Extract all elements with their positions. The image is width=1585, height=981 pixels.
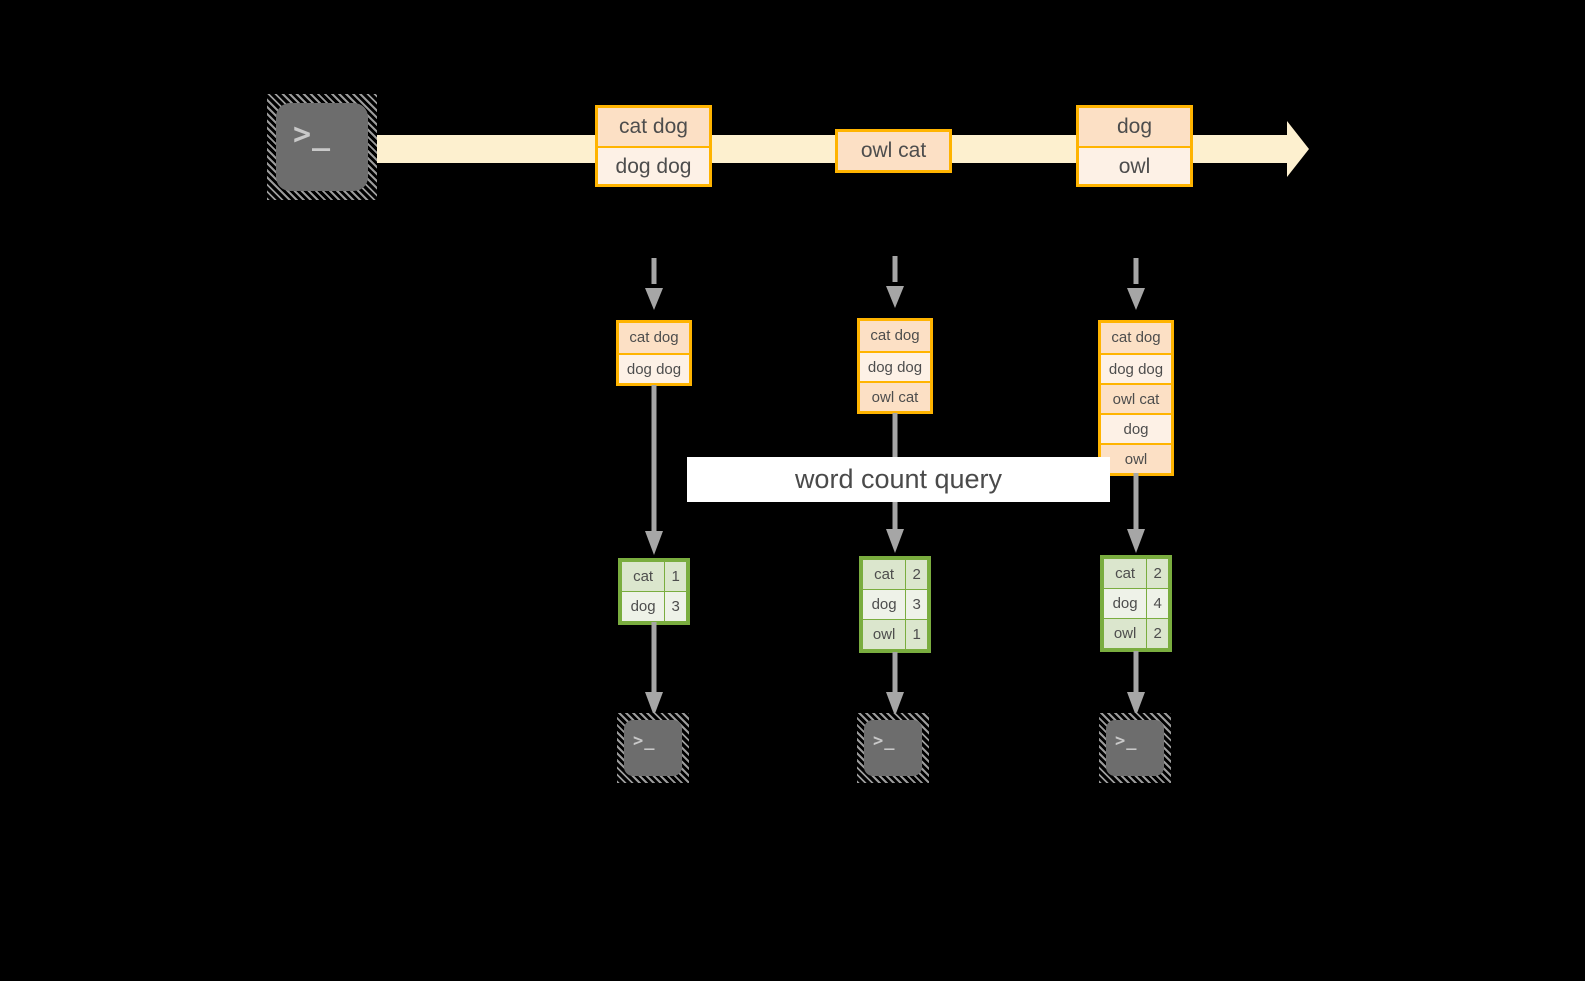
result-count: 3 xyxy=(664,591,687,622)
buffer-line: dog dog xyxy=(619,353,689,383)
terminal-prompt-glyph: >_ xyxy=(1115,731,1138,751)
result-table-2: cat 2 dog 3 owl 1 xyxy=(859,556,931,653)
sink-terminal-icon-2: >_ xyxy=(857,713,929,783)
result-count: 2 xyxy=(1146,558,1169,589)
terminal-body xyxy=(1106,720,1164,776)
table-row: dog 4 xyxy=(1102,588,1169,619)
stream-event-line: cat dog xyxy=(598,108,709,146)
right-arrow-icon xyxy=(1259,121,1309,177)
buffer-line: cat dog xyxy=(860,321,930,351)
sink-arrow-2 xyxy=(886,652,904,718)
result-count: 3 xyxy=(905,589,928,620)
result-word: owl xyxy=(861,619,907,650)
buffer-line: owl cat xyxy=(860,381,930,411)
terminal-prompt-glyph: >_ xyxy=(873,731,896,751)
source-terminal-icon: >_ xyxy=(267,94,377,200)
stream-event-2: owl cat xyxy=(835,129,952,173)
result-word: dog xyxy=(861,589,907,620)
result-word: cat xyxy=(620,561,666,592)
result-table-1: cat 1 dog 3 xyxy=(618,558,690,625)
buffer-line: cat dog xyxy=(619,323,689,353)
result-table-3: cat 2 dog 4 owl 2 xyxy=(1100,555,1172,652)
result-word: dog xyxy=(620,591,666,622)
query-arrow-1 xyxy=(645,385,663,557)
table-row: cat 2 xyxy=(861,559,928,590)
sink-arrow-1 xyxy=(645,622,663,718)
stream-event-3: dog owl xyxy=(1076,105,1193,187)
result-word: owl xyxy=(1102,618,1148,649)
result-word: dog xyxy=(1102,588,1148,619)
terminal-body xyxy=(864,720,922,776)
sink-arrow-3 xyxy=(1127,651,1145,718)
buffer-line: dog xyxy=(1101,413,1171,443)
sink-terminal-icon-1: >_ xyxy=(617,713,689,783)
buffer-line: cat dog xyxy=(1101,323,1171,353)
table-row: owl 2 xyxy=(1102,618,1169,649)
table-row: dog 3 xyxy=(861,589,928,620)
table-row: owl 1 xyxy=(861,619,928,650)
result-word: cat xyxy=(1102,558,1148,589)
table-row: cat 2 xyxy=(1102,558,1169,589)
result-count: 2 xyxy=(905,559,928,590)
terminal-prompt-glyph: >_ xyxy=(293,117,332,152)
result-count: 2 xyxy=(1146,618,1169,649)
result-word: cat xyxy=(861,559,907,590)
terminal-body xyxy=(624,720,682,776)
terminal-body xyxy=(276,103,368,191)
buffer-line: dog dog xyxy=(860,351,930,381)
query-label: word count query xyxy=(687,457,1110,502)
buffer-line: owl cat xyxy=(1101,383,1171,413)
result-count: 1 xyxy=(905,619,928,650)
table-row: cat 1 xyxy=(620,561,687,592)
buffer-snapshot-2: cat dog dog dog owl cat xyxy=(857,318,933,414)
buffer-snapshot-3: cat dog dog dog owl cat dog owl xyxy=(1098,320,1174,476)
result-count: 4 xyxy=(1146,588,1169,619)
sink-terminal-icon-3: >_ xyxy=(1099,713,1171,783)
buffer-line: dog dog xyxy=(1101,353,1171,383)
result-count: 1 xyxy=(664,561,687,592)
stream-event-line: owl cat xyxy=(838,132,949,170)
dashed-down-arrow-icon xyxy=(645,258,663,314)
stream-event-line: dog dog xyxy=(598,146,709,184)
buffer-line: owl xyxy=(1101,443,1171,473)
dashed-down-arrow-icon xyxy=(886,256,904,312)
query-arrow-3 xyxy=(1127,473,1145,555)
dashed-down-arrow-icon xyxy=(1127,258,1145,314)
stream-event-line: owl xyxy=(1079,146,1190,184)
terminal-prompt-glyph: >_ xyxy=(633,731,656,751)
table-row: dog 3 xyxy=(620,591,687,622)
stream-event-line: dog xyxy=(1079,108,1190,146)
stream-event-1: cat dog dog dog xyxy=(595,105,712,187)
buffer-snapshot-1: cat dog dog dog xyxy=(616,320,692,386)
